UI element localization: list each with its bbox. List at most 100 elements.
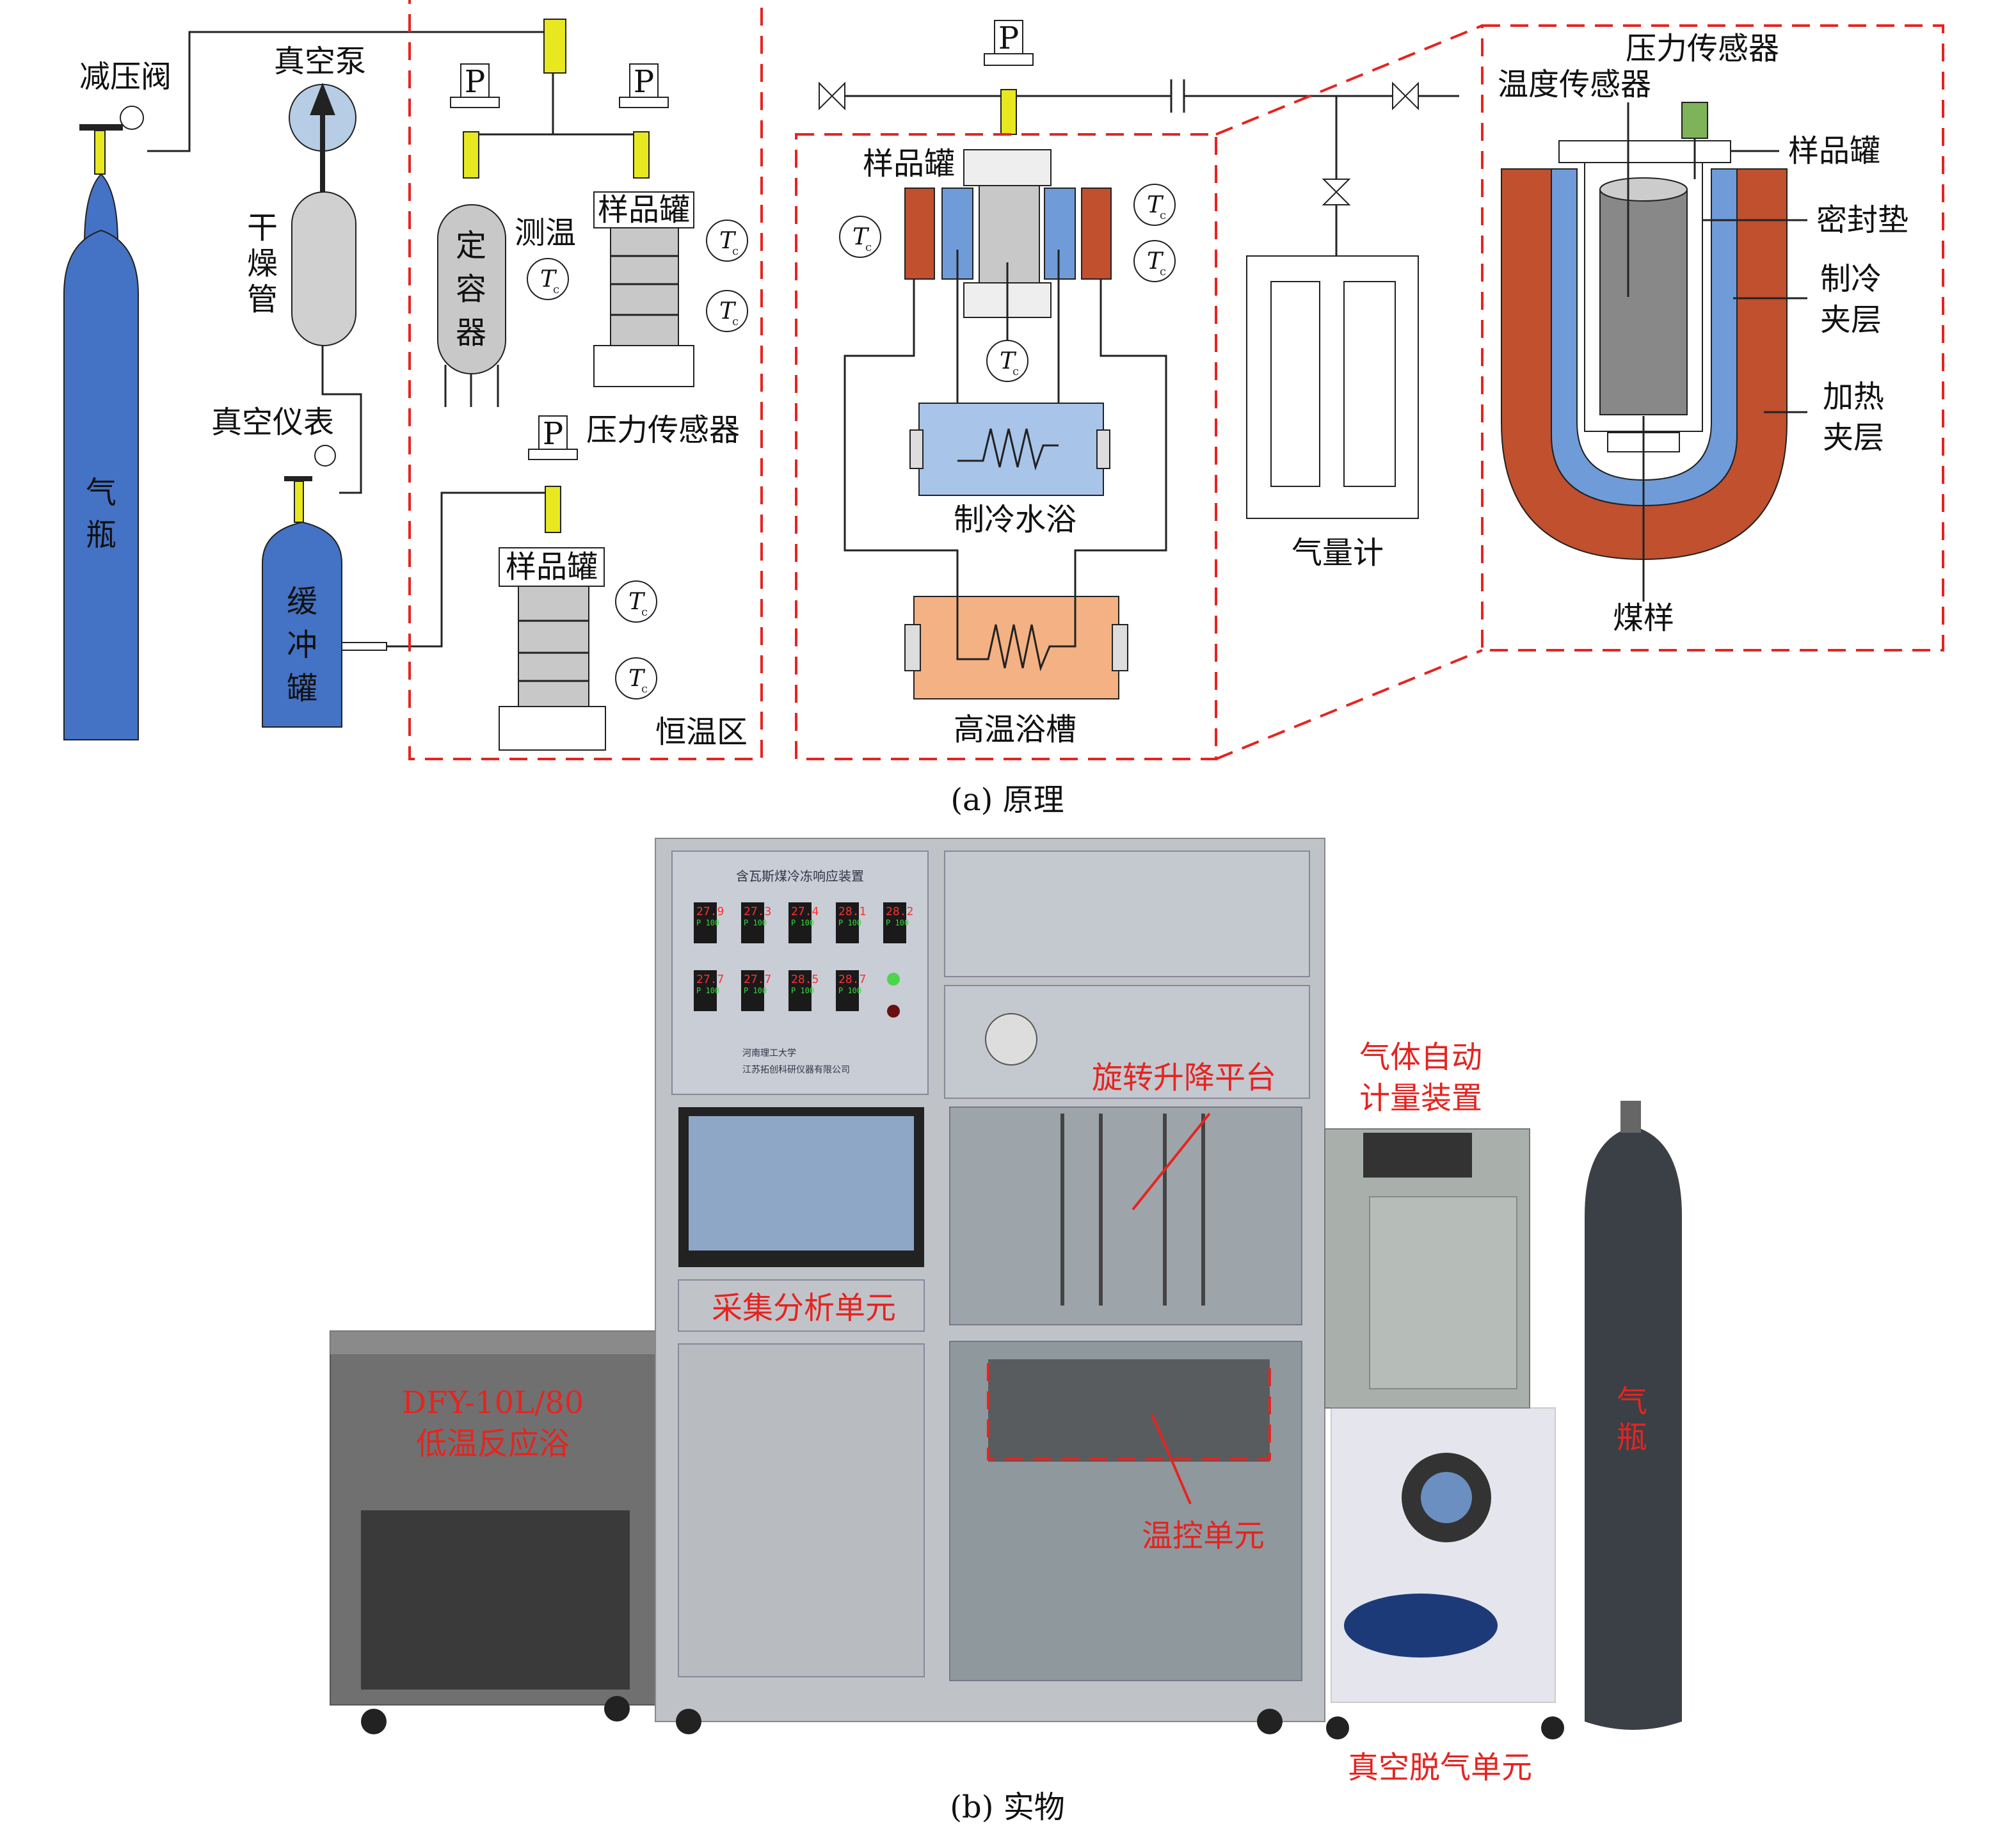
display-value: 27.9 bbox=[696, 905, 724, 918]
display-setpoint: P 100 bbox=[744, 986, 767, 995]
display-setpoint: P 100 bbox=[838, 918, 861, 927]
gas-cylinder-photo bbox=[1585, 1126, 1682, 1730]
pressure-sensor: P bbox=[528, 415, 578, 533]
buffer-tank-label: 冲 bbox=[287, 627, 317, 663]
refrigeration-bath bbox=[918, 403, 1104, 496]
temperature-display bbox=[788, 970, 812, 1011]
sample-tank-label: 样品罐 bbox=[598, 192, 690, 228]
display-value: 27.3 bbox=[744, 905, 771, 918]
company-text: 江苏拓创科研仪器有限公司 bbox=[742, 1065, 850, 1075]
display-setpoint: P 100 bbox=[744, 918, 767, 927]
heating-jacket-label: 夹层 bbox=[1823, 420, 1884, 456]
temperature-display bbox=[883, 902, 906, 943]
vessel-label: 定 bbox=[456, 228, 486, 264]
svg-text:c: c bbox=[732, 244, 739, 258]
display-value: 27.7 bbox=[744, 973, 771, 986]
p-label: P bbox=[543, 416, 563, 452]
coal-sample-label: 煤样 bbox=[1613, 600, 1674, 636]
svg-text:c: c bbox=[1012, 365, 1019, 378]
temperature-display bbox=[741, 902, 764, 943]
cooling-jacket-label: 制冷 bbox=[1820, 261, 1882, 297]
display-value: 27.7 bbox=[696, 973, 724, 986]
svg-text:c: c bbox=[1160, 209, 1166, 222]
buffer-tank-label: 缓 bbox=[287, 584, 317, 619]
drying-tube-label: 燥 bbox=[247, 246, 278, 282]
gas-cylinder-label: 气 bbox=[1617, 1384, 1647, 1419]
vessel-label: 器 bbox=[456, 315, 486, 351]
cylinder-label-1: 气 bbox=[86, 475, 116, 511]
refrigeration-bath-label: 制冷水浴 bbox=[954, 502, 1076, 538]
svg-text:T: T bbox=[719, 298, 737, 324]
vacuum-degassing-label: 真空脱气单元 bbox=[1348, 1750, 1532, 1786]
high-temp-bath bbox=[913, 596, 1119, 699]
pressure-sensor: P bbox=[450, 63, 500, 179]
temperature-display bbox=[788, 902, 812, 943]
p-label: P bbox=[465, 64, 485, 100]
pressure-sensor-label: 压力传感器 bbox=[1626, 31, 1779, 67]
buffer-tank-label: 罐 bbox=[287, 671, 317, 707]
cooling-jacket-label: 夹层 bbox=[1820, 302, 1882, 338]
cylinder-label-2: 瓶 bbox=[86, 517, 116, 553]
svg-text:c: c bbox=[1160, 265, 1166, 278]
display-setpoint: P 100 bbox=[791, 986, 814, 995]
svg-text:T: T bbox=[1000, 348, 1017, 374]
display-value: 28.7 bbox=[838, 973, 866, 986]
sample-tank-2: 样品罐 bbox=[499, 547, 606, 751]
vacuum-degassing-frame bbox=[1331, 1407, 1556, 1703]
display-value: 28.2 bbox=[886, 905, 913, 918]
sample-tank-1: 样品罐 bbox=[593, 191, 694, 387]
pressure-sensor-green bbox=[1681, 102, 1708, 139]
vessel-label: 容 bbox=[456, 271, 486, 307]
panel-title: 含瓦斯煤冷冻响应装置 bbox=[736, 868, 864, 884]
display-value: 27.4 bbox=[791, 905, 819, 918]
sample-tank-label: 样品罐 bbox=[506, 549, 598, 585]
caption-b: (b) 实物 bbox=[950, 1789, 1064, 1825]
seal-gasket-label: 密封垫 bbox=[1816, 202, 1908, 238]
drying-tube-label: 干 bbox=[247, 210, 278, 246]
temperature-sensor-label: 温度传感器 bbox=[1498, 67, 1651, 102]
p-label: P bbox=[634, 64, 654, 100]
temperature-display bbox=[836, 970, 859, 1011]
drying-tube bbox=[291, 191, 356, 346]
display-setpoint: P 100 bbox=[838, 986, 861, 995]
temperature-display bbox=[836, 902, 859, 943]
gas-meter-label: 气量计 bbox=[1292, 535, 1384, 571]
display-setpoint: P 100 bbox=[696, 986, 719, 995]
pressure-reducing-valve-label: 减压阀 bbox=[79, 59, 172, 95]
svg-text:T: T bbox=[628, 589, 646, 615]
temperature-display bbox=[694, 970, 717, 1011]
display-value: 28.1 bbox=[838, 905, 866, 918]
svg-text:c: c bbox=[553, 283, 559, 296]
temp-control-unit-label: 温控单元 bbox=[1142, 1518, 1265, 1554]
display-setpoint: P 100 bbox=[791, 918, 814, 927]
top-pressure-sensor: P bbox=[984, 20, 1034, 135]
svg-text:T: T bbox=[1147, 248, 1164, 275]
svg-text:c: c bbox=[641, 605, 648, 619]
tc-sensors: Tc Tc Tc Tc Tc Tc Tc Tc Tc bbox=[527, 184, 1176, 699]
sample-tank-label: 样品罐 bbox=[1788, 133, 1880, 169]
vacuum-gauge-label: 真空仪表 bbox=[211, 404, 334, 440]
bath-model-label: DFY-10L/80 bbox=[402, 1385, 584, 1421]
caption-a: (a) 原理 bbox=[950, 782, 1064, 818]
svg-text:T: T bbox=[1147, 192, 1164, 218]
low-temp-bath-label: 低温反应浴 bbox=[416, 1426, 570, 1462]
buffer-tank: 缓 冲 罐 bbox=[262, 445, 387, 728]
panel-a-schematic: 气 瓶 减压阀 真空泵 干 燥 管 真空仪表 缓 冲 罐 P bbox=[63, 0, 1944, 818]
university-text: 河南理工大学 bbox=[742, 1048, 796, 1059]
svg-text:c: c bbox=[641, 682, 648, 696]
gas-cylinder-left: 气 瓶 bbox=[63, 106, 144, 740]
pressure-sensor: P bbox=[619, 63, 669, 179]
high-temp-bath-label: 高温浴槽 bbox=[954, 712, 1076, 747]
temp-measure-label: 测温 bbox=[515, 215, 576, 251]
display-setpoint: P 100 bbox=[696, 918, 719, 927]
temperature-display bbox=[694, 902, 717, 943]
display-value: 28.5 bbox=[791, 973, 819, 986]
svg-text:T: T bbox=[852, 224, 870, 250]
p-label: P bbox=[998, 20, 1019, 56]
rotating-platform-label: 旋转升降平台 bbox=[1092, 1060, 1276, 1096]
heating-jacket-label: 加热 bbox=[1823, 379, 1884, 415]
temperature-control-box bbox=[795, 133, 1217, 760]
constant-temp-zone-box bbox=[408, 0, 763, 760]
sample-tank-label: 样品罐 bbox=[863, 146, 955, 182]
svg-text:T: T bbox=[628, 666, 646, 692]
